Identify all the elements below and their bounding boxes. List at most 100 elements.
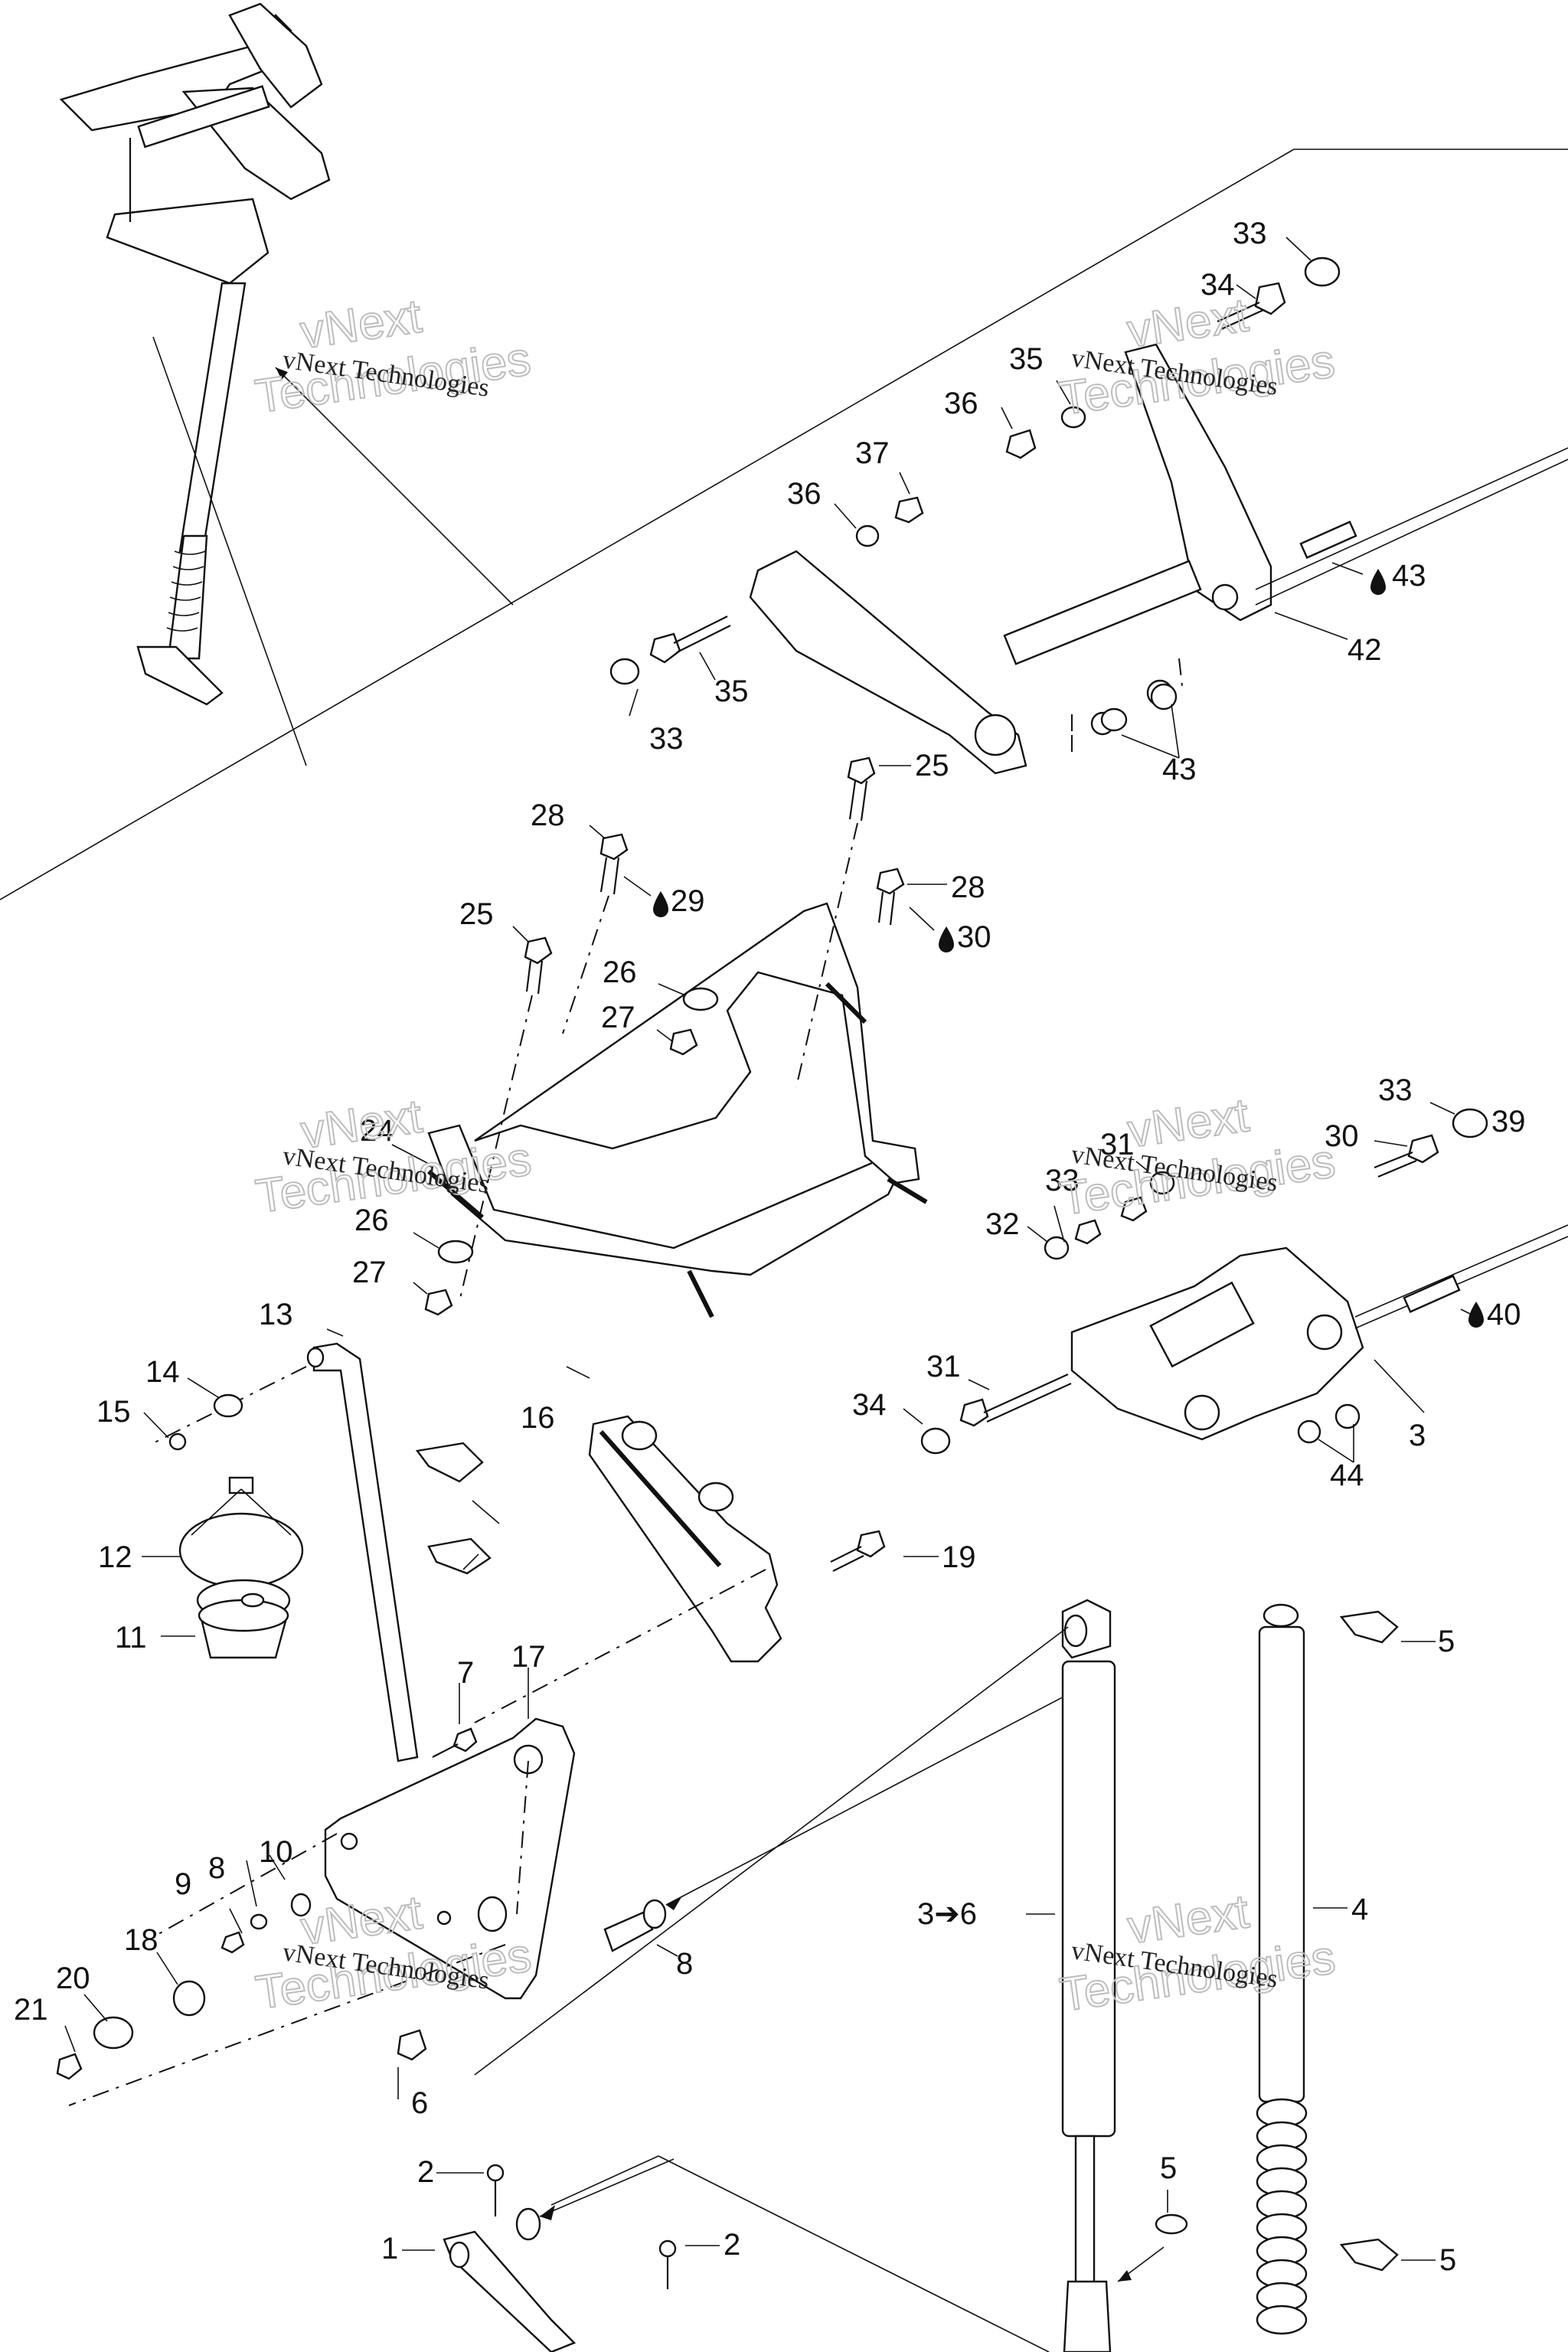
callout-9: 7 [457, 1656, 474, 1690]
callout-33: 34 [852, 1388, 887, 1422]
callout-40: 42 [1348, 633, 1382, 667]
grommet-13 [196, 1579, 291, 1659]
clamp-14 [178, 1476, 304, 1589]
cap-33-left [609, 658, 640, 685]
callout-14: 12 [98, 1540, 132, 1574]
bushing-43a [1100, 707, 1128, 732]
plate-19 [68, 1717, 576, 2106]
nut-36-top [1005, 429, 1037, 459]
callout-10: 8 [208, 1851, 225, 1885]
nut-36-left [894, 496, 924, 524]
callout-13: 11 [115, 1621, 147, 1655]
washer-35-left [855, 524, 880, 547]
callout-29: 29 [671, 884, 705, 918]
bolt-9 [432, 1727, 478, 1758]
washer-31-left [1044, 1236, 1070, 1260]
clamp-5-top [1339, 1610, 1399, 1644]
callout-26: 26 [603, 956, 637, 989]
clamps-44 [415, 1442, 492, 1575]
leader-lines [64, 237, 1472, 2261]
mounting-bracket-24 [427, 902, 928, 1318]
watermark-outline: vNext [1124, 289, 1252, 358]
callout-28: 28 [531, 799, 565, 832]
watermark-outline: vNext [297, 290, 425, 359]
callout-27: 27 [601, 1001, 635, 1034]
callout-33: 33 [1233, 217, 1267, 250]
callout-7: 8 [676, 1947, 693, 1981]
rod-15 [152, 1342, 419, 1762]
callout-43: 43 [1162, 753, 1197, 786]
mount-bracket-1 [443, 2158, 675, 2352]
callout-28: 28 [951, 871, 985, 904]
callout-1: 1 [381, 2232, 398, 2265]
callout-27: 27 [352, 1256, 387, 1289]
upper-swing-arm-40 [749, 343, 1568, 775]
washer-35-top [1060, 406, 1086, 429]
callout-21: 19 [942, 1540, 976, 1574]
callout-36: 36 [944, 387, 978, 420]
shock-absorber-3 [474, 1599, 1116, 2352]
nut-8 [397, 2029, 427, 2061]
frame-outline-lines [0, 149, 1568, 2352]
callout-20: 18 [124, 1923, 158, 1957]
callout-19: 17 [511, 1640, 546, 1674]
bolt-34-left [649, 616, 731, 664]
nut-27-top [669, 1028, 698, 1056]
cap-33-right [1452, 1108, 1488, 1138]
bushing-43b [1150, 683, 1178, 710]
callout-16: 14 [145, 1355, 180, 1389]
washer-16 [213, 1393, 243, 1418]
callout-33: 33 [1378, 1073, 1413, 1107]
clip-17 [168, 1432, 187, 1451]
spacer-20 [172, 1980, 206, 2017]
callout-35: 35 [1009, 342, 1044, 376]
callout-8: 6 [411, 2086, 428, 2120]
callout-42: 43 [1392, 559, 1426, 593]
callout-23: 21 [14, 1993, 48, 2027]
washer-6 [1117, 2213, 1188, 2282]
callout-33: 33 [649, 722, 684, 756]
callout-35: 36 [787, 477, 822, 511]
watermark-outline: vNext [1125, 1089, 1253, 1158]
callout-4: 4 [1351, 1893, 1368, 1926]
boot-4 [1256, 1603, 1308, 2335]
callout-30: 30 [1325, 1119, 1359, 1153]
callout-39: 40 [1487, 1298, 1521, 1331]
assembly-overview [59, 2, 514, 766]
callout-30: 31 [926, 1350, 961, 1383]
bolt-25-top [795, 756, 876, 1088]
callout-3-6: 3➔6 [917, 1897, 977, 1931]
callout-38: 39 [1491, 1105, 1526, 1138]
bolt-30-left [959, 1373, 1072, 1427]
bushing-43d [1334, 1403, 1361, 1429]
lower-arm-37 [1070, 1224, 1568, 1441]
spacer-12 [290, 1893, 312, 1917]
callout-17: 15 [96, 1395, 131, 1429]
callout-6: 5 [1160, 2151, 1177, 2185]
callout-11: 9 [175, 1867, 191, 1901]
bolt-28-left [562, 833, 629, 1034]
washer-10 [250, 1913, 268, 1930]
callout-34: 35 [714, 675, 749, 708]
callout-29: 30 [957, 920, 991, 954]
nut-27-left [424, 1289, 453, 1316]
callout-2: 2 [417, 2155, 434, 2189]
callout-22: 20 [56, 1962, 90, 1995]
callout-5: 5 [1439, 2243, 1456, 2277]
bolt-30-top [1374, 1134, 1439, 1178]
pin-2-right [658, 2239, 677, 2289]
callout-37: 3 [1409, 1419, 1426, 1452]
callout-5: 5 [1438, 1625, 1455, 1658]
stud-7 [603, 1684, 1088, 1952]
callout-36: 37 [855, 436, 890, 470]
callout-24: 24 [360, 1114, 394, 1148]
callout-43: 44 [1330, 1459, 1364, 1492]
bolt-21 [830, 1530, 886, 1572]
nut-23 [56, 2053, 83, 2080]
nut-11 [220, 1931, 245, 1954]
callout-25: 25 [459, 897, 494, 931]
washer-31-top [1149, 1171, 1175, 1195]
callout-31: 31 [1100, 1128, 1135, 1161]
cap-33-top [1304, 256, 1341, 287]
